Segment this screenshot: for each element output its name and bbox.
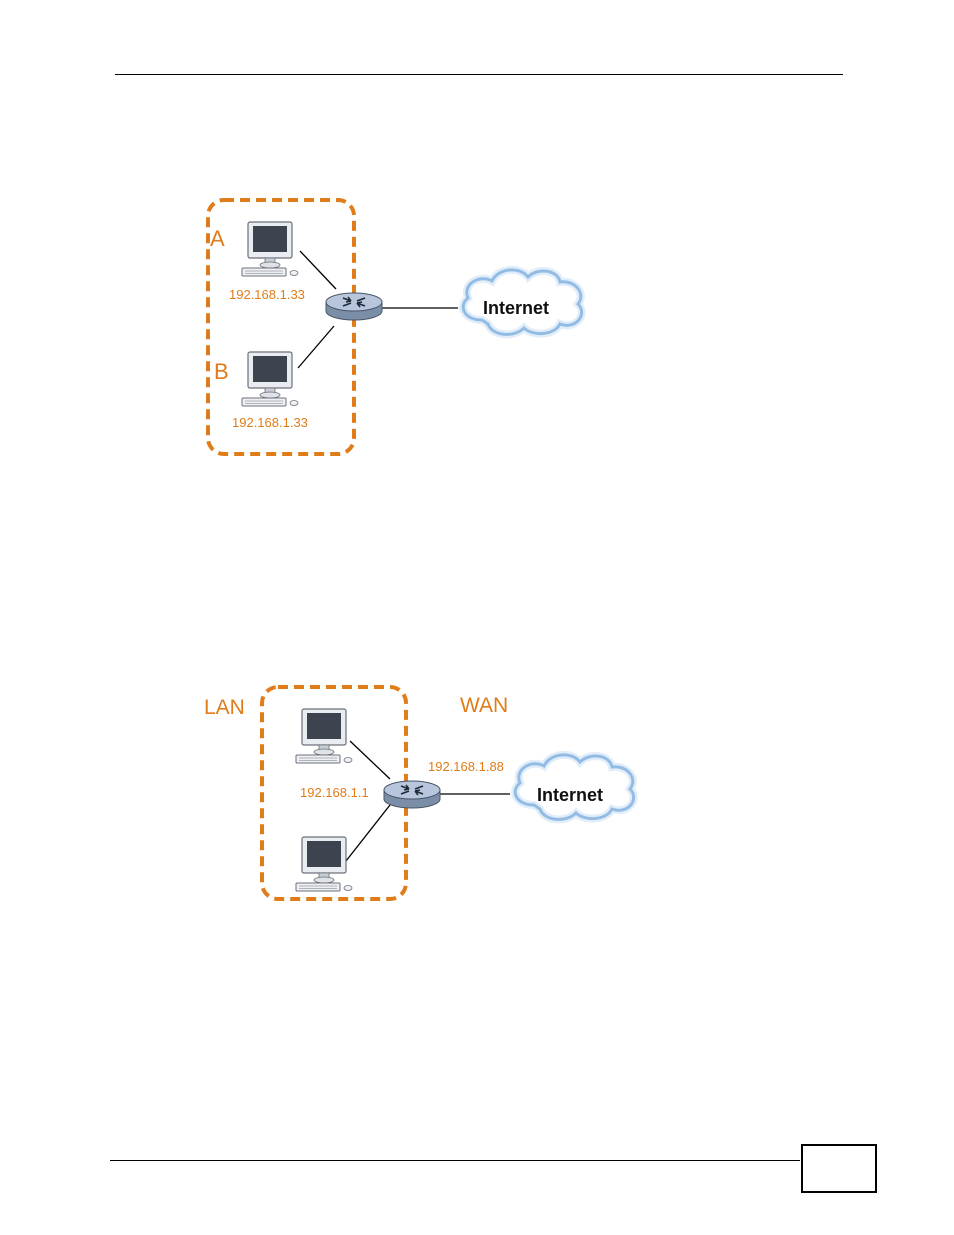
host-a-label: A (210, 226, 225, 251)
lan-ip: 192.168.1.1 (300, 785, 369, 800)
router-icon (383, 780, 441, 809)
lan-boundary (206, 198, 356, 456)
internet-label: Internet (483, 298, 549, 318)
host-a-ip: 192.168.1.33 (229, 287, 305, 302)
figure-lan-wan-diagram: LAN WAN 192.168.1.1 192.168.1.88 Interne… (204, 685, 640, 901)
internet-label: Internet (537, 785, 603, 805)
lan-label: LAN (204, 696, 245, 719)
wan-label: WAN (460, 694, 508, 717)
computer-a-icon (241, 221, 299, 277)
host-b-label: B (214, 359, 229, 384)
link-pc2-router (345, 804, 391, 862)
router-icon (325, 292, 383, 321)
figure-ip-conflict-diagram: A 192.168.1.33 B 192.168.1.33 Internet (206, 198, 586, 456)
computer-1-icon (295, 708, 353, 764)
link-a-router (299, 250, 337, 290)
host-b-ip: 192.168.1.33 (232, 415, 308, 430)
computer-b-icon (241, 351, 299, 407)
footer-rule (110, 1160, 800, 1161)
link-b-router (297, 325, 335, 369)
computer-2-icon (295, 836, 353, 892)
header-rule (115, 74, 843, 75)
link-pc1-router (349, 740, 391, 780)
wan-ip: 192.168.1.88 (428, 759, 504, 774)
page-number-box (801, 1144, 877, 1193)
